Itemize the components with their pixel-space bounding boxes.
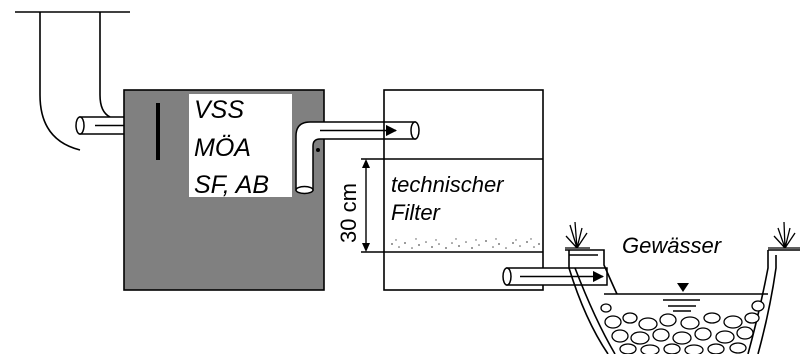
pretreatment-label-panel [189, 94, 292, 197]
pretreatment-label-2: MÖA [194, 134, 251, 162]
grass-icon [768, 221, 800, 249]
water-body-label: Gewässer [622, 233, 723, 258]
grass-icon [565, 221, 590, 249]
outlet-pipe [502, 267, 608, 286]
filter-tank: 30 cm technischer Filter [336, 89, 544, 291]
pretreatment-label-3: SF, AB [194, 171, 269, 199]
filter-label-line1: technischer [391, 172, 505, 197]
water-body: Gewässer [565, 221, 800, 354]
baffle-plate [156, 103, 160, 160]
water-level-icon [677, 283, 689, 292]
filter-media-speckle [391, 238, 540, 249]
transfer-pipe [295, 121, 420, 195]
pretreatment-label-1: VSS [194, 96, 244, 124]
depth-dimension: 30 cm [336, 158, 384, 253]
filter-label-line2: Filter [391, 200, 442, 225]
streambed-stones [600, 300, 765, 354]
pretreatment-tank: VSS MÖA SF, AB [123, 89, 325, 291]
depth-label: 30 cm [336, 183, 361, 243]
